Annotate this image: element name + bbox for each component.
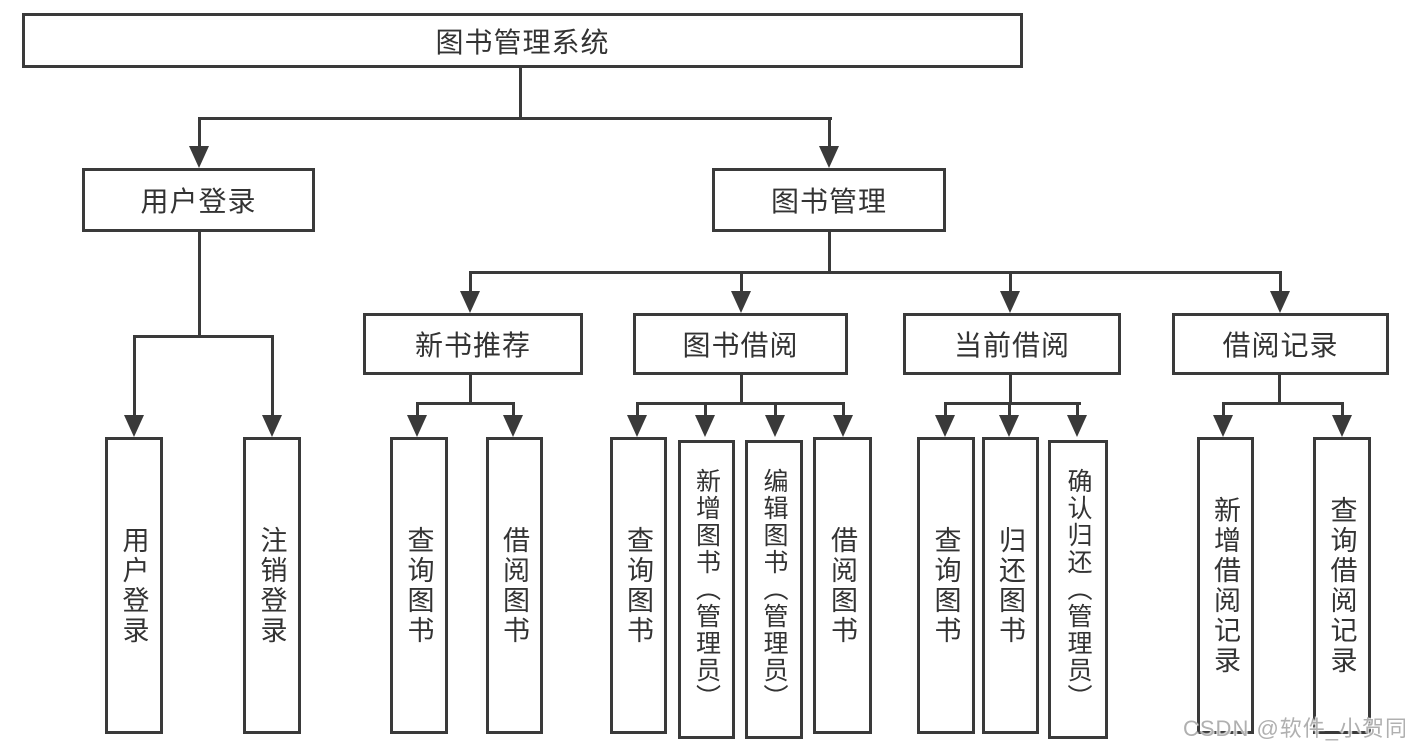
connector-vline bbox=[828, 117, 831, 150]
node-label: 图书管理系统 bbox=[435, 26, 610, 58]
connector-vline bbox=[1279, 271, 1282, 295]
arrow-down-icon bbox=[731, 291, 751, 313]
arrow-down-icon bbox=[1213, 415, 1233, 437]
connector-vline bbox=[774, 402, 777, 420]
node-label: 查询借阅记录 bbox=[1326, 495, 1357, 676]
connector-vline bbox=[133, 335, 136, 420]
connector-hline bbox=[416, 402, 515, 405]
arrow-down-icon bbox=[189, 146, 209, 168]
leaf-nr-query-books: 查询图书 bbox=[390, 437, 448, 734]
leaf-cb-query-books: 查询图书 bbox=[917, 437, 975, 734]
connector-vline bbox=[740, 271, 743, 295]
arrow-down-icon bbox=[407, 415, 427, 437]
connector-vline bbox=[416, 402, 419, 420]
node-user-login: 用户登录 bbox=[82, 168, 315, 232]
connector-vline bbox=[198, 230, 201, 338]
node-book-borrowing: 图书借阅 bbox=[633, 313, 848, 375]
connector-hline bbox=[133, 335, 274, 338]
leaf-nr-borrow-books: 借阅图书 bbox=[486, 437, 543, 734]
leaf-bb-edit-book-admin: 编辑图书（管理员） bbox=[745, 440, 803, 739]
connector-hline bbox=[198, 117, 832, 120]
leaf-br-add-record: 新增借阅记录 bbox=[1197, 437, 1254, 734]
node-label: 编辑图书（管理员） bbox=[760, 468, 788, 711]
connector-vline bbox=[1341, 402, 1344, 420]
arrow-down-icon bbox=[460, 291, 480, 313]
arrow-down-icon bbox=[1000, 291, 1020, 313]
connector-vline bbox=[704, 402, 707, 420]
node-label: 借阅图书 bbox=[499, 525, 529, 646]
node-label: 查询图书 bbox=[930, 525, 961, 646]
arrow-down-icon bbox=[1332, 415, 1352, 437]
node-label: 用户登录 bbox=[118, 525, 149, 646]
connector-vline bbox=[271, 335, 274, 420]
arrow-down-icon bbox=[935, 415, 955, 437]
connector-vline bbox=[512, 402, 515, 420]
arrow-down-icon bbox=[1067, 415, 1087, 437]
node-current-borrowing: 当前借阅 bbox=[903, 313, 1121, 375]
connector-vline bbox=[636, 402, 639, 420]
node-label: 用户登录 bbox=[140, 186, 257, 217]
connector-vline bbox=[469, 373, 472, 405]
node-label: 确认归还（管理员） bbox=[1064, 468, 1092, 711]
connector-vline bbox=[469, 271, 472, 295]
node-label: 查询图书 bbox=[623, 525, 653, 646]
node-label: 注销登录 bbox=[256, 525, 287, 646]
node-label: 借阅图书 bbox=[827, 525, 857, 646]
connector-vline bbox=[1222, 402, 1225, 420]
node-book-management: 图书管理 bbox=[712, 168, 946, 232]
connector-vline bbox=[1008, 402, 1011, 420]
leaf-logout: 注销登录 bbox=[243, 437, 301, 734]
watermark-text: CSDN @软件_小贺同学 bbox=[1183, 716, 1405, 741]
connector-vline bbox=[519, 66, 522, 120]
connector-vline bbox=[1278, 373, 1281, 405]
connector-hline bbox=[944, 402, 1081, 405]
node-label: 新增图书（管理员） bbox=[692, 468, 721, 711]
leaf-bb-query-books: 查询图书 bbox=[610, 437, 667, 734]
connector-vline bbox=[740, 373, 743, 405]
connector-hline bbox=[469, 271, 1282, 274]
node-new-book-recommend: 新书推荐 bbox=[363, 313, 583, 375]
arrow-down-icon bbox=[627, 415, 647, 437]
node-borrow-records: 借阅记录 bbox=[1172, 313, 1389, 375]
node-library-management-system: 图书管理系统 bbox=[22, 13, 1023, 68]
connector-vline bbox=[828, 230, 831, 274]
arrow-down-icon bbox=[765, 415, 785, 437]
arrow-down-icon bbox=[503, 415, 523, 437]
leaf-user-login: 用户登录 bbox=[105, 437, 163, 734]
node-label: 当前借阅 bbox=[953, 330, 1070, 361]
leaf-cb-confirm-return-admin: 确认归还（管理员） bbox=[1048, 440, 1108, 739]
arrow-down-icon bbox=[1270, 291, 1290, 313]
leaf-cb-return-book: 归还图书 bbox=[982, 437, 1039, 734]
node-label: 归还图书 bbox=[995, 525, 1025, 646]
node-label: 新书推荐 bbox=[414, 330, 531, 361]
node-label: 新增借阅记录 bbox=[1210, 495, 1240, 676]
connector-hline bbox=[636, 402, 845, 405]
arrow-down-icon bbox=[695, 415, 715, 437]
connector-vline bbox=[842, 402, 845, 420]
node-label: 图书借阅 bbox=[682, 330, 799, 361]
arrow-down-icon bbox=[262, 415, 282, 437]
connector-vline bbox=[1009, 271, 1012, 295]
arrow-down-icon bbox=[833, 415, 853, 437]
connector-hline bbox=[1222, 402, 1344, 405]
arrow-down-icon bbox=[999, 415, 1019, 437]
connector-vline bbox=[198, 117, 201, 150]
arrow-down-icon bbox=[124, 415, 144, 437]
arrow-down-icon bbox=[819, 146, 839, 168]
node-label: 图书管理 bbox=[770, 186, 887, 217]
connector-vline bbox=[1009, 373, 1012, 405]
connector-vline bbox=[1076, 402, 1079, 420]
leaf-bb-borrow-books: 借阅图书 bbox=[813, 437, 872, 734]
leaf-br-query-record: 查询借阅记录 bbox=[1313, 437, 1371, 734]
node-label: 借阅记录 bbox=[1222, 330, 1339, 361]
node-label: 查询图书 bbox=[403, 525, 434, 646]
connector-vline bbox=[944, 402, 947, 420]
leaf-bb-add-book-admin: 新增图书（管理员） bbox=[678, 440, 735, 739]
